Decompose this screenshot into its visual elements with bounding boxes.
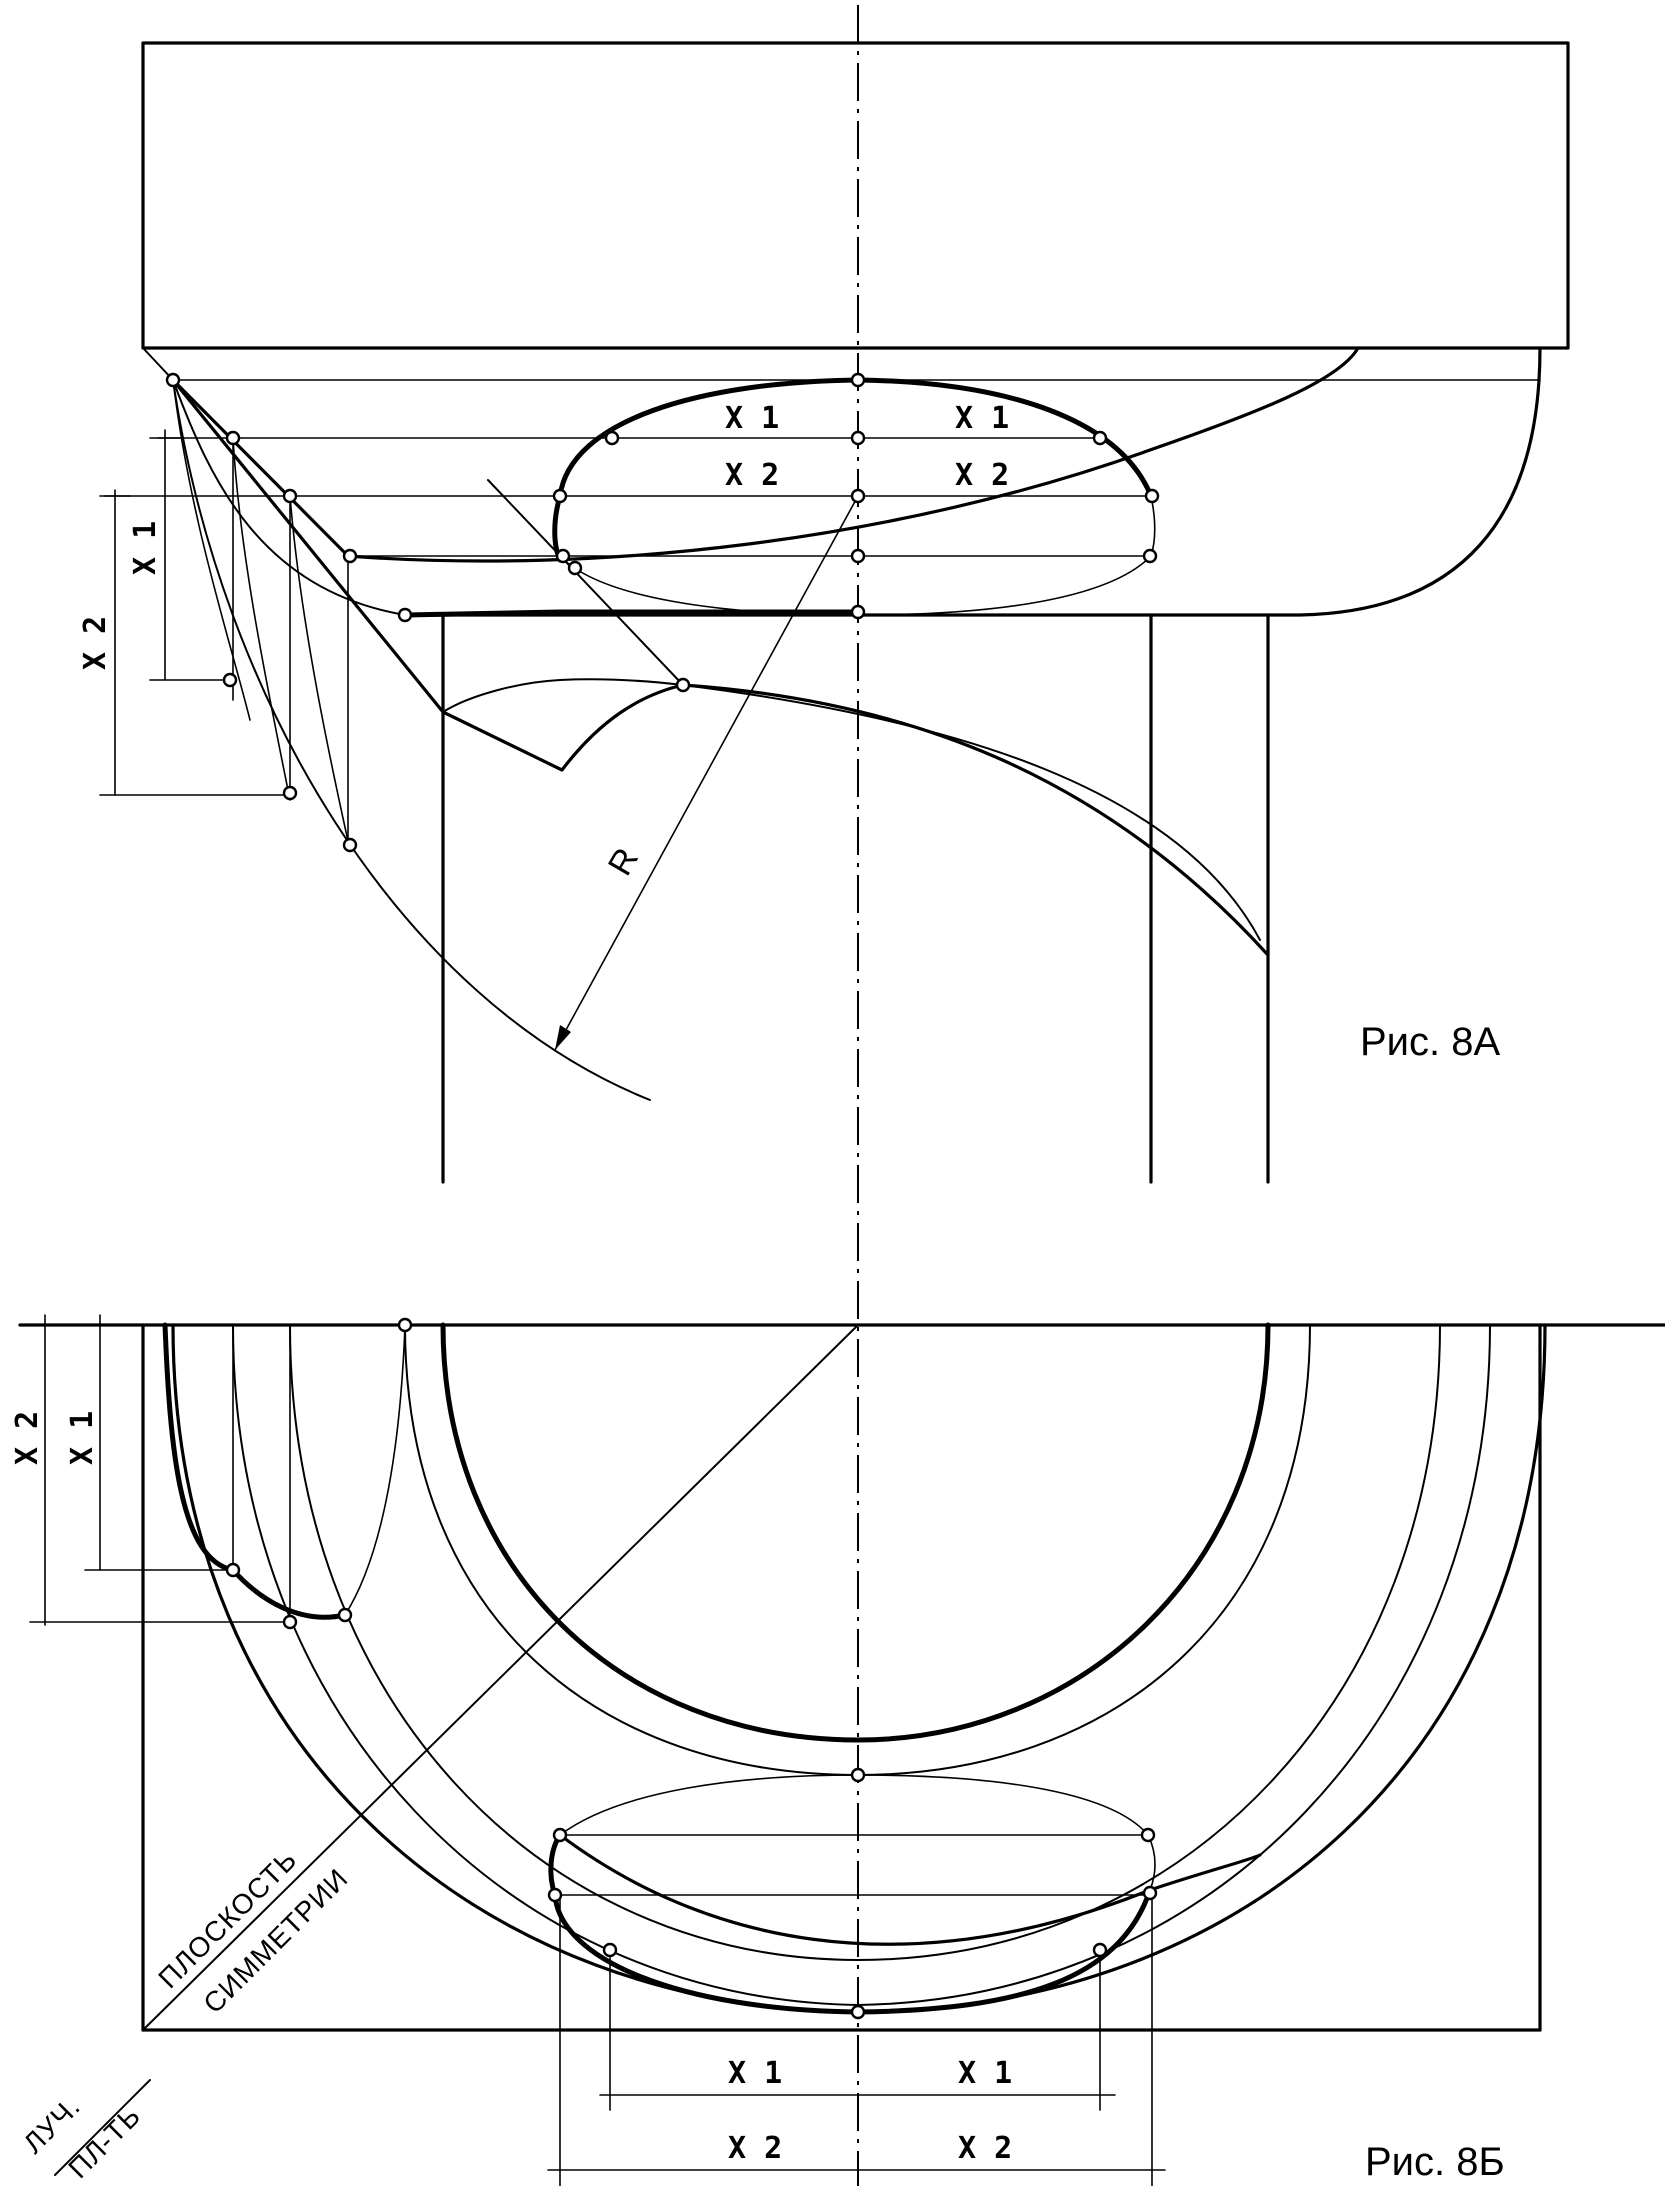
point	[552, 488, 568, 504]
caption-figure-8a: Рис. 8А	[1360, 1020, 1500, 1064]
point	[222, 672, 238, 688]
point	[850, 2004, 866, 2020]
point	[1142, 1885, 1158, 1901]
radius-label: R	[601, 842, 646, 882]
point	[675, 677, 691, 693]
point	[337, 1607, 353, 1623]
point	[342, 548, 358, 564]
construction-curve-1	[172, 379, 251, 721]
construction-curve-3	[289, 495, 351, 851]
plan-dim-label-x1-right: X 1	[958, 2056, 1012, 2091]
shadow-diagonal-upper	[171, 378, 350, 558]
point	[1092, 1942, 1108, 1958]
radius-arrowhead	[555, 1025, 571, 1050]
point	[555, 548, 571, 564]
shadow-diagonal-lower	[171, 378, 685, 772]
point	[165, 372, 181, 388]
figure-8b: X 1 X 2 X 1 X 1 X 2 X 2 ПЛОСКОСТЬ СИММЕТ…	[10, 1314, 1665, 2186]
point	[282, 488, 298, 504]
dim-label-x2-a-left: X 2	[725, 458, 779, 493]
plan-dim-label-x1-left: X 1	[728, 2056, 782, 2091]
light-ray-line	[487, 479, 684, 686]
construction-points-b	[225, 1317, 1158, 2020]
point	[850, 430, 866, 446]
shadow-ellipse-right	[1150, 495, 1156, 557]
plan-dim-label-x1: X 1	[65, 1411, 100, 1465]
point	[602, 1942, 618, 1958]
caption-figure-8b: Рис. 8Б	[1365, 2140, 1505, 2184]
capital-bottom-line	[142, 347, 174, 381]
dim-label-x1-a-right: X 1	[955, 401, 1009, 436]
shadow-contour-bottom	[402, 609, 861, 618]
plan-shadow-right	[1147, 1834, 1156, 1891]
point	[1144, 488, 1160, 504]
point	[850, 548, 866, 564]
point	[567, 560, 583, 576]
plan-shadow-left	[548, 1832, 563, 1898]
plan-dim-label-x2: X 2	[10, 1411, 45, 1465]
construction-curve-2	[232, 437, 291, 801]
point	[850, 372, 866, 388]
point	[397, 1317, 413, 1333]
point	[225, 1562, 241, 1578]
capital-profile-right	[433, 346, 1542, 617]
ray-label-divider	[54, 2079, 151, 2176]
plan-ring-3	[289, 1324, 1441, 1961]
plan-construction-curve	[344, 1324, 406, 1616]
figure-8a: X 1 X 2 X 1 X 1 X 2 X 2 R	[78, 5, 1570, 2186]
point	[850, 1767, 866, 1783]
point	[225, 430, 241, 446]
point	[282, 785, 298, 801]
plan-shadow-ellipse-bottom	[552, 1887, 1153, 2015]
shadow-arc-column	[442, 678, 684, 713]
point	[547, 1887, 563, 1903]
dim-label-x2-a-right: X 2	[955, 458, 1009, 493]
point	[1140, 1827, 1156, 1843]
plan-shadow-left-curve	[162, 1322, 348, 1620]
dim-label-x1-a-left: X 1	[725, 401, 779, 436]
shadow-curve-long	[346, 346, 1360, 563]
point	[282, 1614, 298, 1630]
symmetry-plane-line	[142, 1324, 859, 2031]
abacus-block	[141, 41, 1570, 350]
point	[850, 488, 866, 504]
point	[850, 604, 866, 620]
point	[552, 1827, 568, 1843]
shadow-on-column	[681, 683, 1270, 957]
point	[604, 430, 620, 446]
plan-shaft-inner	[440, 1322, 1271, 1743]
point	[1092, 430, 1108, 446]
radius-arc	[172, 379, 651, 1101]
dim-label-x2-left: X 2	[78, 616, 113, 670]
point	[342, 837, 358, 853]
construction-points-a	[165, 372, 1160, 853]
plan-dim-label-x2-left: X 2	[728, 2131, 782, 2166]
plan-dim-label-x2-right: X 2	[958, 2131, 1012, 2166]
plan-shadow-ellipse-top	[559, 1774, 1149, 1836]
plan-shadow-crossing	[558, 1833, 1262, 1946]
dim-label-x1-left: X 1	[128, 521, 163, 575]
point	[397, 607, 413, 623]
shadow-arc-column-thin	[682, 684, 1261, 941]
radius-line	[554, 495, 859, 1051]
point	[1142, 548, 1158, 564]
